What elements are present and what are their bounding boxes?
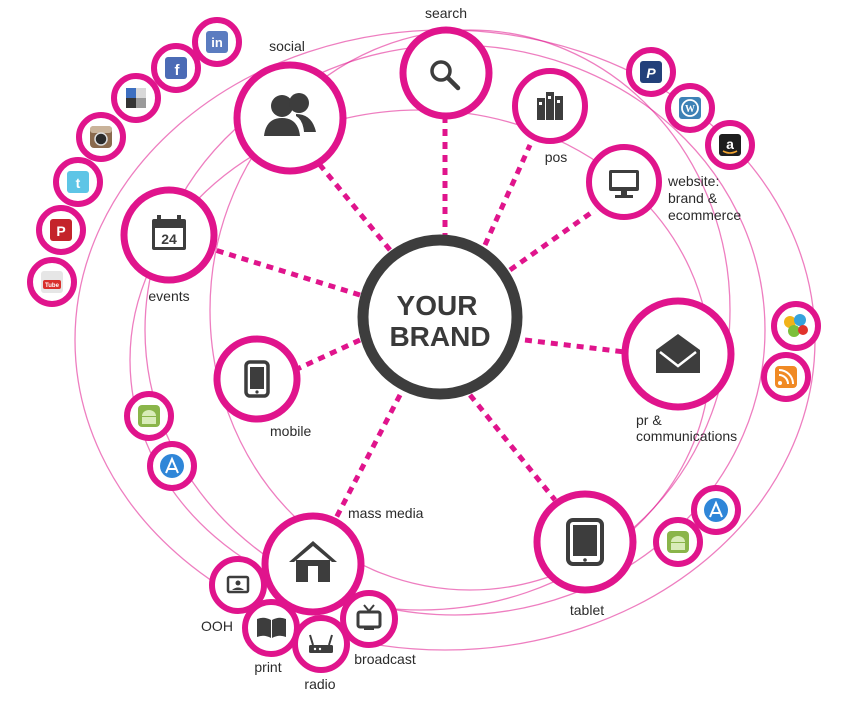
android-badge-mobile[interactable]: [124, 391, 174, 441]
node-print-label: print: [254, 659, 281, 675]
node-mobile[interactable]: mobile: [213, 335, 311, 439]
node-ooh[interactable]: OOH: [201, 556, 267, 634]
app-store-badge-tablet[interactable]: [691, 485, 741, 535]
node-website[interactable]: website: brand & ecommerce: [586, 144, 741, 223]
app-store-icon: [704, 498, 728, 522]
amazon-icon: a: [719, 134, 741, 156]
phone-icon: [244, 360, 270, 398]
instagram-icon: [90, 126, 112, 148]
node-ooh-label: OOH: [201, 618, 233, 634]
node-search-label: search: [425, 5, 467, 21]
brand-center: YOUR BRAND: [357, 234, 523, 400]
node-broadcast[interactable]: broadcast: [340, 590, 416, 667]
svg-text:a: a: [726, 136, 734, 152]
node-mobile-label: mobile: [270, 423, 311, 439]
node-social[interactable]: social: [233, 38, 347, 175]
node-pr-label-1: pr &: [636, 412, 662, 428]
app-store-badge-mobile[interactable]: [147, 441, 197, 491]
app-store-icon: [160, 454, 184, 478]
envelope-icon: [656, 334, 700, 373]
svg-text:P: P: [646, 65, 656, 81]
node-social-label: social: [269, 38, 305, 54]
svg-text:P: P: [56, 223, 65, 239]
node-radio-label: radio: [304, 676, 335, 692]
node-search[interactable]: search: [399, 5, 493, 120]
youtube-icon: Tube: [41, 271, 63, 293]
wordpress-icon: W: [679, 97, 701, 119]
facebook-icon: [165, 57, 187, 79]
rss-icon: [775, 366, 797, 388]
pinterest-badge[interactable]: P: [36, 205, 86, 255]
calendar-icon: 24: [152, 215, 186, 250]
msn-icon: [784, 314, 808, 337]
node-broadcast-label: broadcast: [354, 651, 416, 667]
node-radio[interactable]: radio: [292, 615, 350, 692]
paypal-badge[interactable]: P: [626, 47, 676, 97]
node-website-label-1: website:: [667, 173, 719, 189]
svg-text:in: in: [211, 35, 223, 50]
node-mass-media[interactable]: mass media: [261, 505, 424, 616]
building-icon: [537, 92, 563, 120]
book-icon: [257, 617, 286, 638]
twitter-icon: [67, 171, 89, 193]
tablet-icon: [566, 518, 604, 566]
node-pos-label: pos: [545, 149, 568, 165]
node-pr[interactable]: pr & communications: [621, 297, 737, 444]
amazon-badge[interactable]: a: [705, 120, 755, 170]
calendar-day: 24: [161, 231, 177, 247]
youtube-badge[interactable]: Tube: [27, 257, 77, 307]
svg-text:t: t: [76, 175, 81, 191]
node-pr-label-2: communications: [636, 428, 737, 444]
node-pos[interactable]: pos: [512, 68, 588, 165]
node-events[interactable]: 24 events: [120, 186, 218, 304]
search-icon: [430, 60, 461, 91]
paypal-icon: [640, 61, 662, 83]
monitor-icon: [609, 170, 639, 198]
facebook-badge[interactable]: f: [151, 43, 201, 93]
msn-badge[interactable]: [771, 301, 821, 351]
svg-text:W: W: [685, 104, 695, 115]
node-website-label-3: ecommerce: [668, 207, 741, 223]
node-website-label-2: brand &: [668, 190, 718, 206]
brand-line-1: YOUR: [397, 290, 478, 321]
android-icon: [667, 531, 689, 553]
brand-line-2: BRAND: [389, 321, 490, 352]
linkedin-badge[interactable]: in: [192, 17, 242, 67]
house-icon: [289, 541, 337, 582]
rss-badge[interactable]: [761, 352, 811, 402]
delicious-badge[interactable]: [111, 73, 161, 123]
radio-icon: [309, 634, 333, 653]
tv-icon: [356, 604, 382, 630]
node-mass-media-label: mass media: [348, 505, 424, 521]
android-icon: [138, 405, 160, 427]
wordpress-badge[interactable]: W: [665, 83, 715, 133]
instagram-badge[interactable]: [76, 112, 126, 162]
node-events-label: events: [148, 288, 189, 304]
android-badge-tablet[interactable]: [653, 517, 703, 567]
node-tablet-label: tablet: [570, 602, 604, 618]
delicious-icon: [126, 88, 146, 108]
node-print[interactable]: print: [242, 599, 300, 675]
node-tablet[interactable]: tablet: [533, 490, 637, 618]
svg-text:Tube: Tube: [45, 283, 60, 289]
people-icon: [264, 93, 316, 136]
svg-text:f: f: [175, 62, 181, 79]
twitter-badge[interactable]: t: [53, 157, 103, 207]
linkedin-icon: [206, 31, 228, 53]
billboard-icon: [226, 575, 250, 594]
connectors: [214, 118, 626, 522]
pinterest-icon: [50, 219, 72, 241]
